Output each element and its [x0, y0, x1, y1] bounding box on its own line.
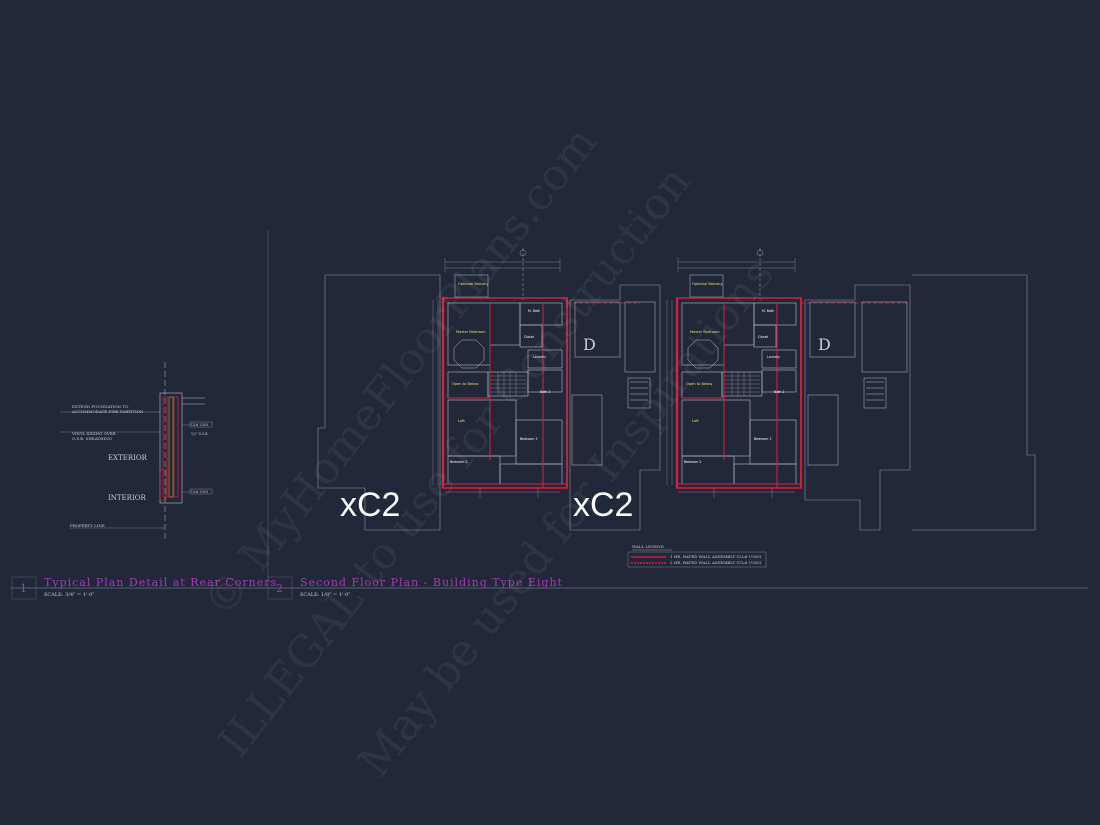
wall-legend-item-1: 1 HR. RATED WALL ASSEMBLY (UL# U305) [670, 554, 762, 559]
unit-1-room-balcony: Optional Balcony [458, 282, 489, 286]
unit-1-plan [432, 248, 640, 498]
unit-1-room-master: Master Bedroom [456, 330, 486, 334]
unit-1-room-bath: M. Bath [528, 309, 540, 313]
detail-1-note-5: PROPERTY LINE [70, 523, 105, 528]
unit-2-room-balcony: Optional Balcony [692, 282, 723, 286]
unit-2-plan [666, 248, 910, 498]
floor-plan-outline [317, 274, 1036, 531]
detail-1-note-4: O.S.B. SHEATHING [72, 436, 112, 441]
unit-1-room-bed3: Bedroom 3 [520, 437, 537, 441]
detail-2-number: 2 [276, 582, 284, 595]
title-bar [10, 576, 1088, 600]
wall-legend: WALL LEGEND 1 HR. RATED WALL ASSEMBLY (U… [627, 544, 767, 568]
unit-2-room-bed3: Bedroom 3 [754, 437, 771, 441]
detail-1-scale: SCALE: 3/4" = 1'-0" [44, 592, 95, 598]
unit-2-room-open: Open to Below [686, 382, 712, 386]
wall-legend-item-2: 2 HR. RATED WALL ASSEMBLY (UL# U305) [670, 560, 762, 565]
unit-1-room-bath2: Bath 2 [540, 390, 550, 394]
unit-2-room-laundry: Laundry [767, 355, 780, 359]
unit-1-garage [571, 301, 656, 466]
unit-2-room-loft: Loft [692, 419, 699, 423]
unit-1-room-open: Open to Below [452, 382, 478, 386]
unit-1-room-laundry: Laundry [533, 355, 546, 359]
detail-1-wall-section [60, 362, 213, 540]
wall-legend-title: WALL LEGEND [632, 544, 664, 549]
unit-2-room-closet: Closet [758, 335, 769, 339]
unit-2-room-bath2: Bath 2 [774, 390, 784, 394]
interior-label: INTERIOR [108, 494, 146, 502]
detail-1-note-1: EXTEND FOUNDATION TO [72, 404, 129, 409]
detail-1-title: Typical Plan Detail at Rear Corners [44, 576, 277, 589]
unit-2-room-bath: M. Bath [762, 309, 774, 313]
exterior-label: EXTERIOR [108, 454, 148, 462]
detail-1-note-2: ACCOMMODATE FIRE PARTITION [71, 409, 144, 414]
detail-2-scale: SCALE: 1/8" = 1'-0" [300, 592, 351, 598]
garage-label-1: D [583, 335, 596, 354]
detail-1-number: 1 [20, 582, 28, 595]
unit-1-room-bed2: Bedroom 2 [450, 460, 467, 464]
detail-1-note-3: VINYL SIDING OVER [71, 431, 117, 436]
unit-label-1: xC2 [340, 486, 400, 524]
detail-1-tag-1: UL# U305 [191, 423, 208, 427]
unit-1-room-closet: Closet [524, 335, 535, 339]
detail-1-tag-2: 1/2" O.S.B. [191, 432, 209, 436]
unit-label-2: xC2 [573, 486, 633, 524]
garage-label-2: D [818, 335, 831, 354]
unit-2-room-bed2: Bedroom 2 [684, 460, 701, 464]
unit-1-room-loft: Loft [458, 419, 465, 423]
unit-2-garage [807, 301, 908, 466]
detail-2-title: Second Floor Plan - Building Type Eight [300, 576, 563, 589]
unit-2-room-master: Master Bedroom [690, 330, 720, 334]
detail-1-tag-3: UL# U305 [191, 490, 208, 494]
